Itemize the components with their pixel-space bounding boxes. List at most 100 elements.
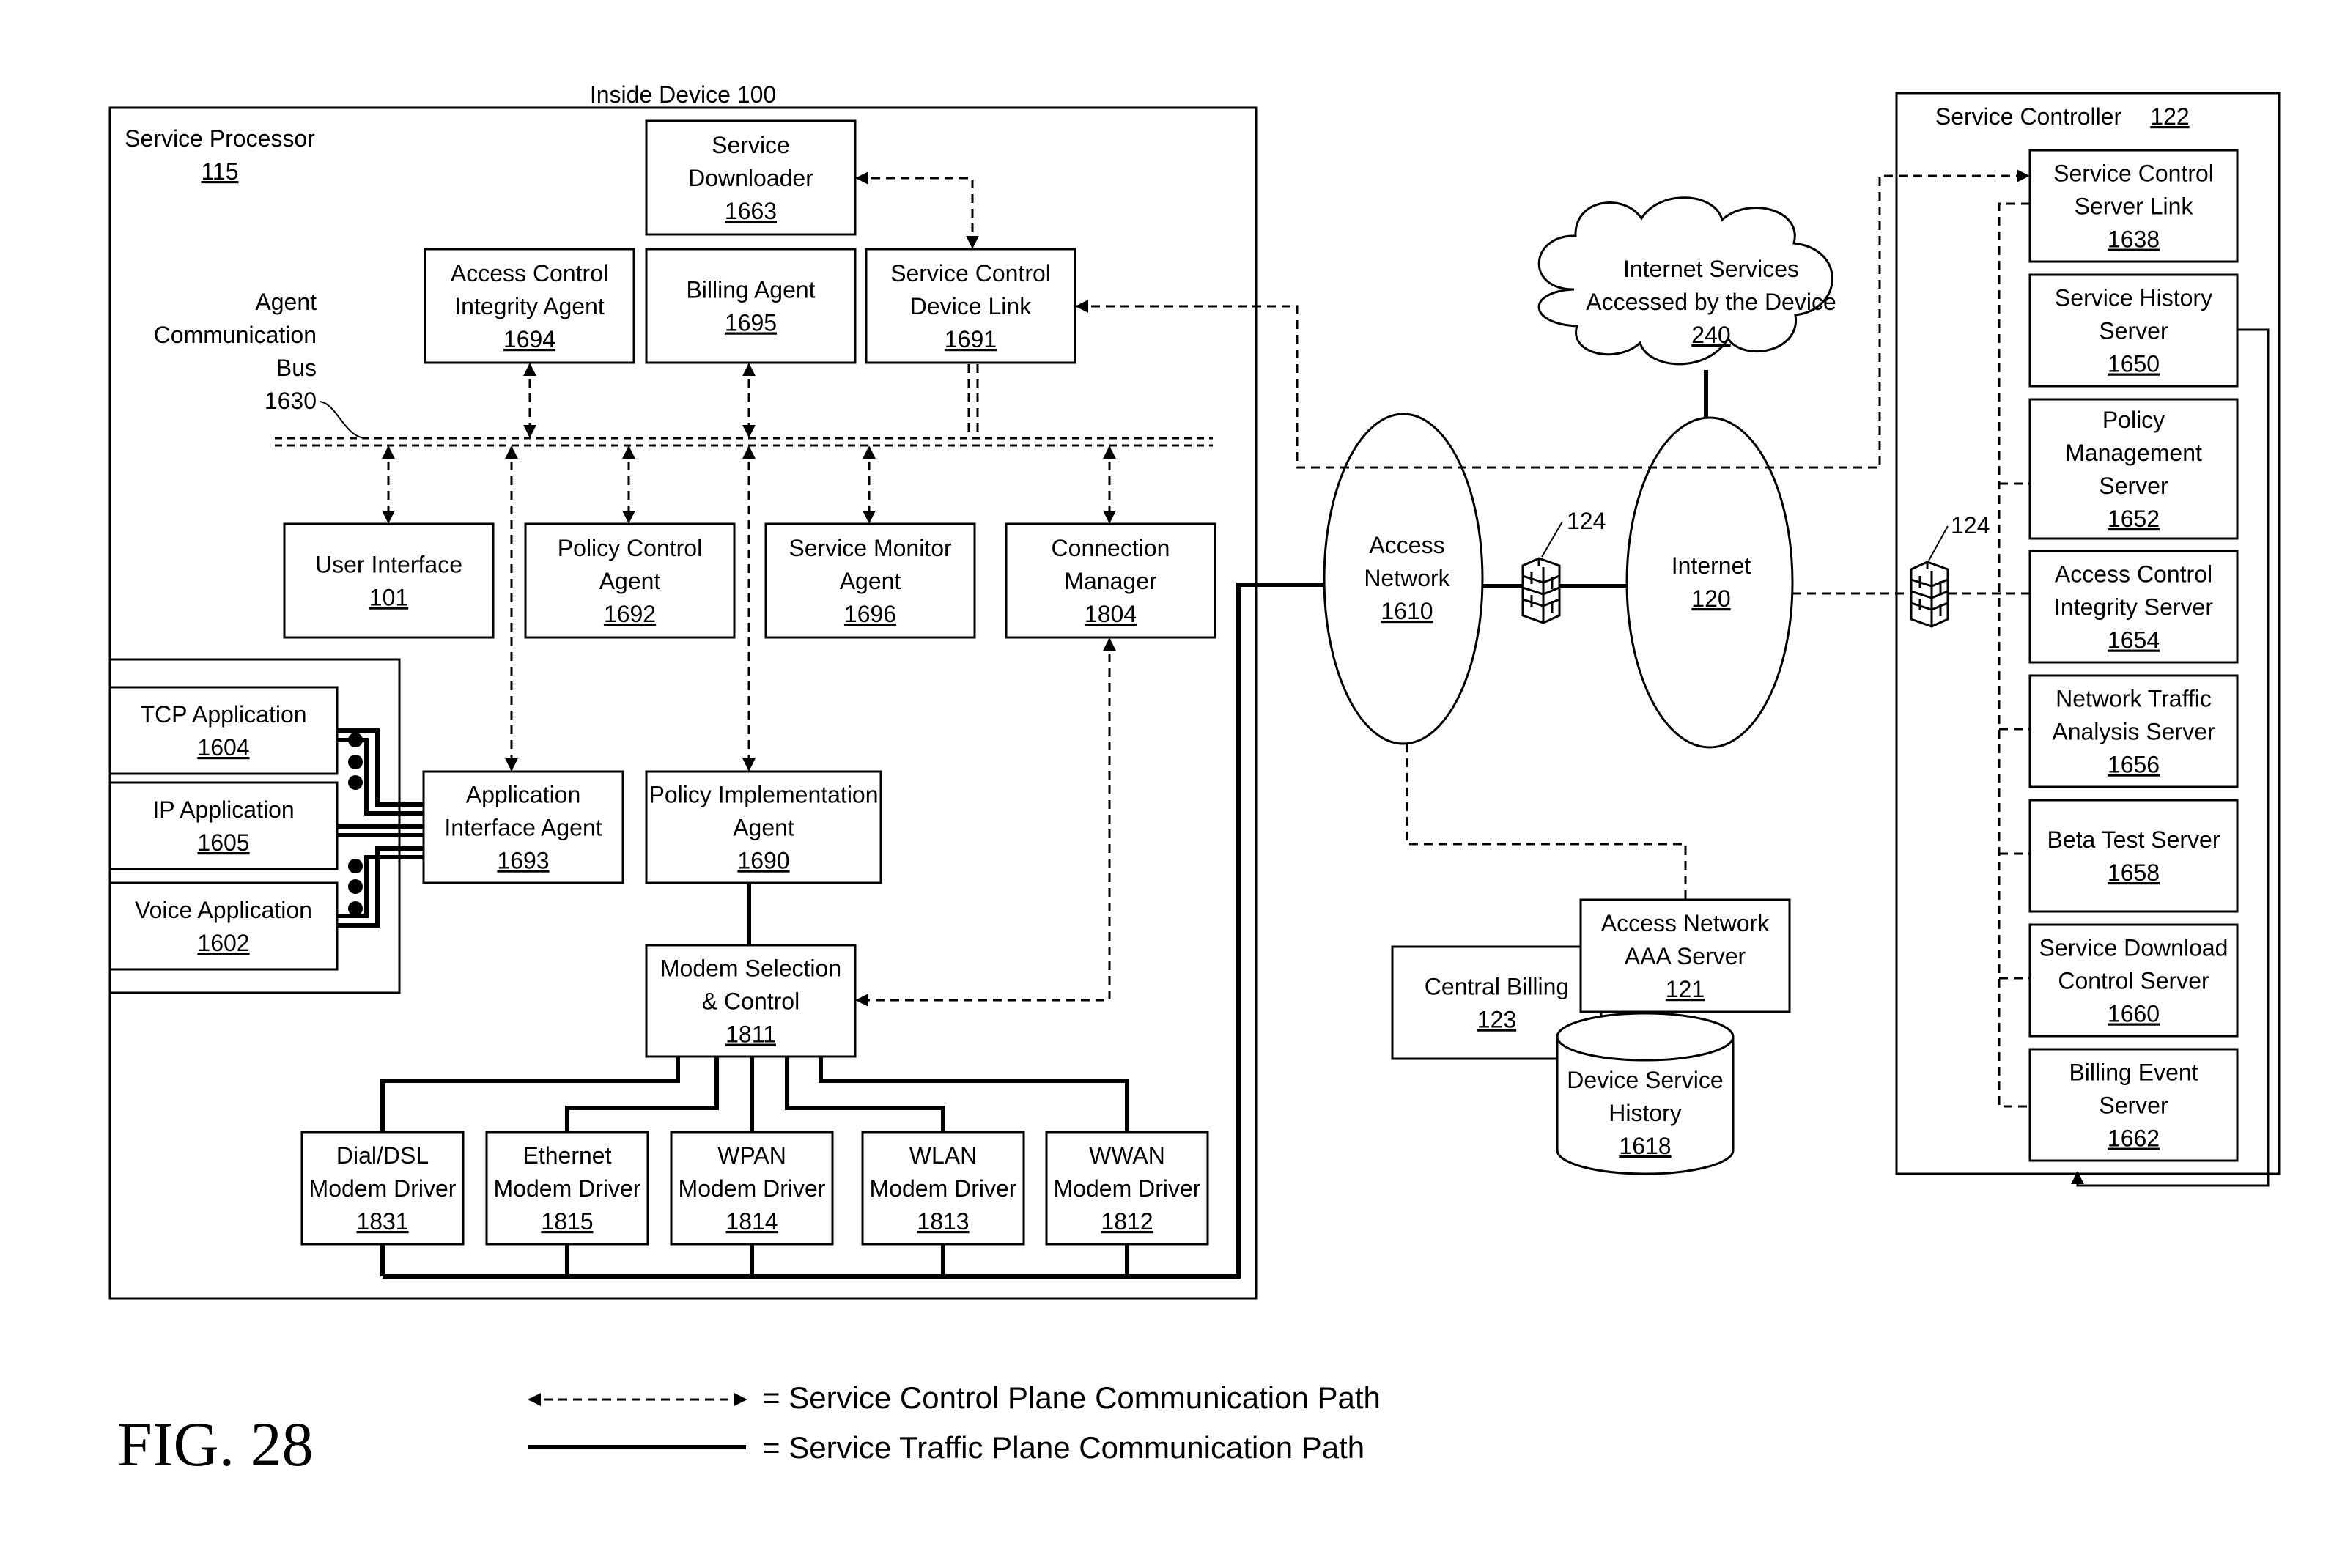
service-downloader-label-line-2: Downloader: [688, 165, 813, 191]
bus-leader-line: [320, 402, 366, 438]
voice-application-label-line-1: Voice Application: [135, 897, 312, 923]
firewall-icon: [1911, 562, 1948, 626]
ip-application-label-line-1: IP Application: [152, 796, 294, 823]
wwan-modem-driver-ref: 1812: [1101, 1208, 1153, 1235]
service-download-control-server-ref: 1660: [2108, 1001, 2160, 1027]
wpan-modem-driver-label-line-2: Modem Driver: [679, 1175, 826, 1202]
database-label-line-1: Device Service: [1567, 1067, 1723, 1093]
ethernet-modem-driver-label-line-1: Ethernet: [523, 1142, 612, 1169]
service-download-control-server-label-line-2: Control Server: [2058, 968, 2209, 994]
wpan-modem-driver-ref: 1814: [725, 1208, 778, 1235]
service-control-device-link-label-line-2: Device Link: [910, 293, 1032, 319]
internet-ref: 120: [1691, 585, 1730, 612]
beta-test-server-ref: 1658: [2108, 859, 2160, 886]
bus-label-line-3: Bus: [276, 355, 317, 381]
wpan-modem-driver-label-line-1: WPAN: [717, 1142, 786, 1169]
network-traffic-analysis-server-ref: 1656: [2108, 752, 2160, 778]
billing-agent-ref: 1695: [725, 310, 777, 336]
voice-application-box: [110, 883, 337, 969]
modem-selection-control-ref: 1811: [725, 1021, 776, 1048]
service-controller-label: Service Controller: [1935, 103, 2122, 130]
application-interface-agent-label-line-2: Interface Agent: [444, 815, 602, 841]
access-control-integrity-server-ref: 1654: [2108, 627, 2160, 654]
bus-label-line-1: Agent: [255, 289, 317, 315]
access-network-ref: 1610: [1381, 598, 1433, 624]
billing-agent-label-line-1: Billing Agent: [686, 277, 815, 303]
policy-control-agent-label-line-2: Agent: [599, 568, 661, 594]
agent-communication-bus: [275, 438, 1213, 445]
policy-management-server-label-line-1: Policy: [2102, 407, 2165, 433]
policy-control-agent-label-line-1: Policy Control: [558, 535, 702, 561]
access-control-integrity-server-label-line-1: Access Control: [2055, 561, 2212, 588]
service-control-server-link-label-line-2: Server Link: [2075, 193, 2194, 220]
beta-test-server-box: [2030, 800, 2237, 911]
policy-management-server-ref: 1652: [2108, 506, 2160, 532]
ethernet-modem-driver-ref: 1815: [541, 1208, 593, 1235]
database-label-line-2: History: [1609, 1100, 1682, 1126]
service-monitor-agent-ref: 1696: [844, 601, 896, 627]
service-controller-ref: 122: [2150, 103, 2189, 130]
service-monitor-agent-label-line-2: Agent: [840, 568, 901, 594]
ethernet-modem-driver-label-line-2: Modem Driver: [494, 1175, 641, 1202]
ip-application-box: [110, 783, 337, 869]
service-history-server-label-line-2: Server: [2099, 318, 2168, 344]
access-network-aaa-server-label-line-2: AAA Server: [1625, 943, 1746, 969]
database-ref: 1618: [1619, 1133, 1671, 1159]
network-traffic-analysis-server-label-line-1: Network Traffic: [2056, 686, 2212, 712]
voice-application-ref: 1602: [197, 930, 249, 956]
firewall-leader-right: [1929, 526, 1948, 561]
service-processor-label: Service Processor: [125, 125, 315, 152]
billing-event-server-ref: 1662: [2108, 1125, 2160, 1152]
internet-services-label-line-1: Internet Services: [1623, 256, 1799, 282]
user-interface-label-line-1: User Interface: [315, 552, 462, 578]
legend-traffic-plane-label: = Service Traffic Plane Communication Pa…: [762, 1430, 1364, 1465]
service-history-server-ref: 1650: [2108, 351, 2160, 377]
service-downloader-ref: 1663: [725, 198, 777, 224]
bus-ref: 1630: [265, 388, 317, 414]
service-history-server-label-line-1: Service History: [2055, 285, 2212, 311]
access-control-integrity-agent-ref: 1694: [503, 326, 555, 352]
billing-agent-box: [646, 249, 855, 363]
network-traffic-analysis-server-label-line-2: Analysis Server: [2052, 719, 2215, 745]
wlan-modem-driver-ref: 1813: [917, 1208, 969, 1235]
central-billing-ref: 123: [1477, 1007, 1516, 1033]
policy-control-agent-ref: 1692: [604, 601, 656, 627]
bus-label-line-2: Communication: [154, 322, 317, 348]
beta-test-server-label-line-1: Beta Test Server: [2047, 826, 2220, 853]
legend-control-plane-label: = Service Control Plane Communication Pa…: [762, 1380, 1381, 1415]
billing-event-server-label-line-1: Billing Event: [2069, 1059, 2198, 1086]
wlan-modem-driver-label-line-2: Modem Driver: [870, 1175, 1017, 1202]
wwan-modem-driver-label-line-2: Modem Driver: [1054, 1175, 1201, 1202]
tcp-application-box: [110, 687, 337, 774]
access-network-aaa-server-ref: 121: [1666, 976, 1705, 1002]
access-control-integrity-server-label-line-2: Integrity Server: [2054, 594, 2213, 621]
access-network-aaa-server-label-line-1: Access Network: [1601, 910, 1770, 936]
modem-selection-control-label-line-2: & Control: [702, 988, 799, 1015]
tcp-application-label-line-1: TCP Application: [140, 701, 306, 728]
tcp-application-ref: 1604: [197, 734, 249, 761]
user-interface-box: [284, 524, 493, 637]
access-control-integrity-agent-label-line-1: Access Control: [451, 260, 608, 286]
service-download-control-server-label-line-1: Service Download: [2039, 935, 2228, 961]
service-control-server-link-ref: 1638: [2108, 226, 2160, 253]
application-interface-agent-ref: 1693: [497, 848, 549, 874]
policy-implementation-agent-label-line-2: Agent: [733, 815, 794, 841]
access-network-label-line-1: Access: [1369, 532, 1444, 558]
figure-label: FIG. 28: [117, 1409, 314, 1479]
policy-management-server-label-line-3: Server: [2099, 473, 2168, 499]
service-control-device-link-ref: 1691: [945, 326, 997, 352]
firewall-leader-left: [1542, 522, 1562, 557]
modem-selection-control-label-line-1: Modem Selection: [660, 955, 841, 982]
inside-device-label: Inside Device 100: [590, 81, 776, 108]
service-downloader-label-line-1: Service: [712, 132, 790, 158]
service-control-device-link-label-line-1: Service Control: [890, 260, 1051, 286]
dial-dsl-modem-driver-label-line-2: Modem Driver: [309, 1175, 457, 1202]
firewall-ref-right: 124: [1951, 512, 1990, 539]
service-processor-ref: 115: [201, 158, 238, 185]
dial-dsl-modem-driver-ref: 1831: [356, 1208, 408, 1235]
central-billing-label-line-1: Central Billing: [1425, 974, 1569, 1000]
connection-manager-ref: 1804: [1085, 601, 1137, 627]
firewall-ref-left: 124: [1567, 508, 1606, 534]
internet-services-label-line-2: Accessed by the Device: [1586, 289, 1836, 315]
